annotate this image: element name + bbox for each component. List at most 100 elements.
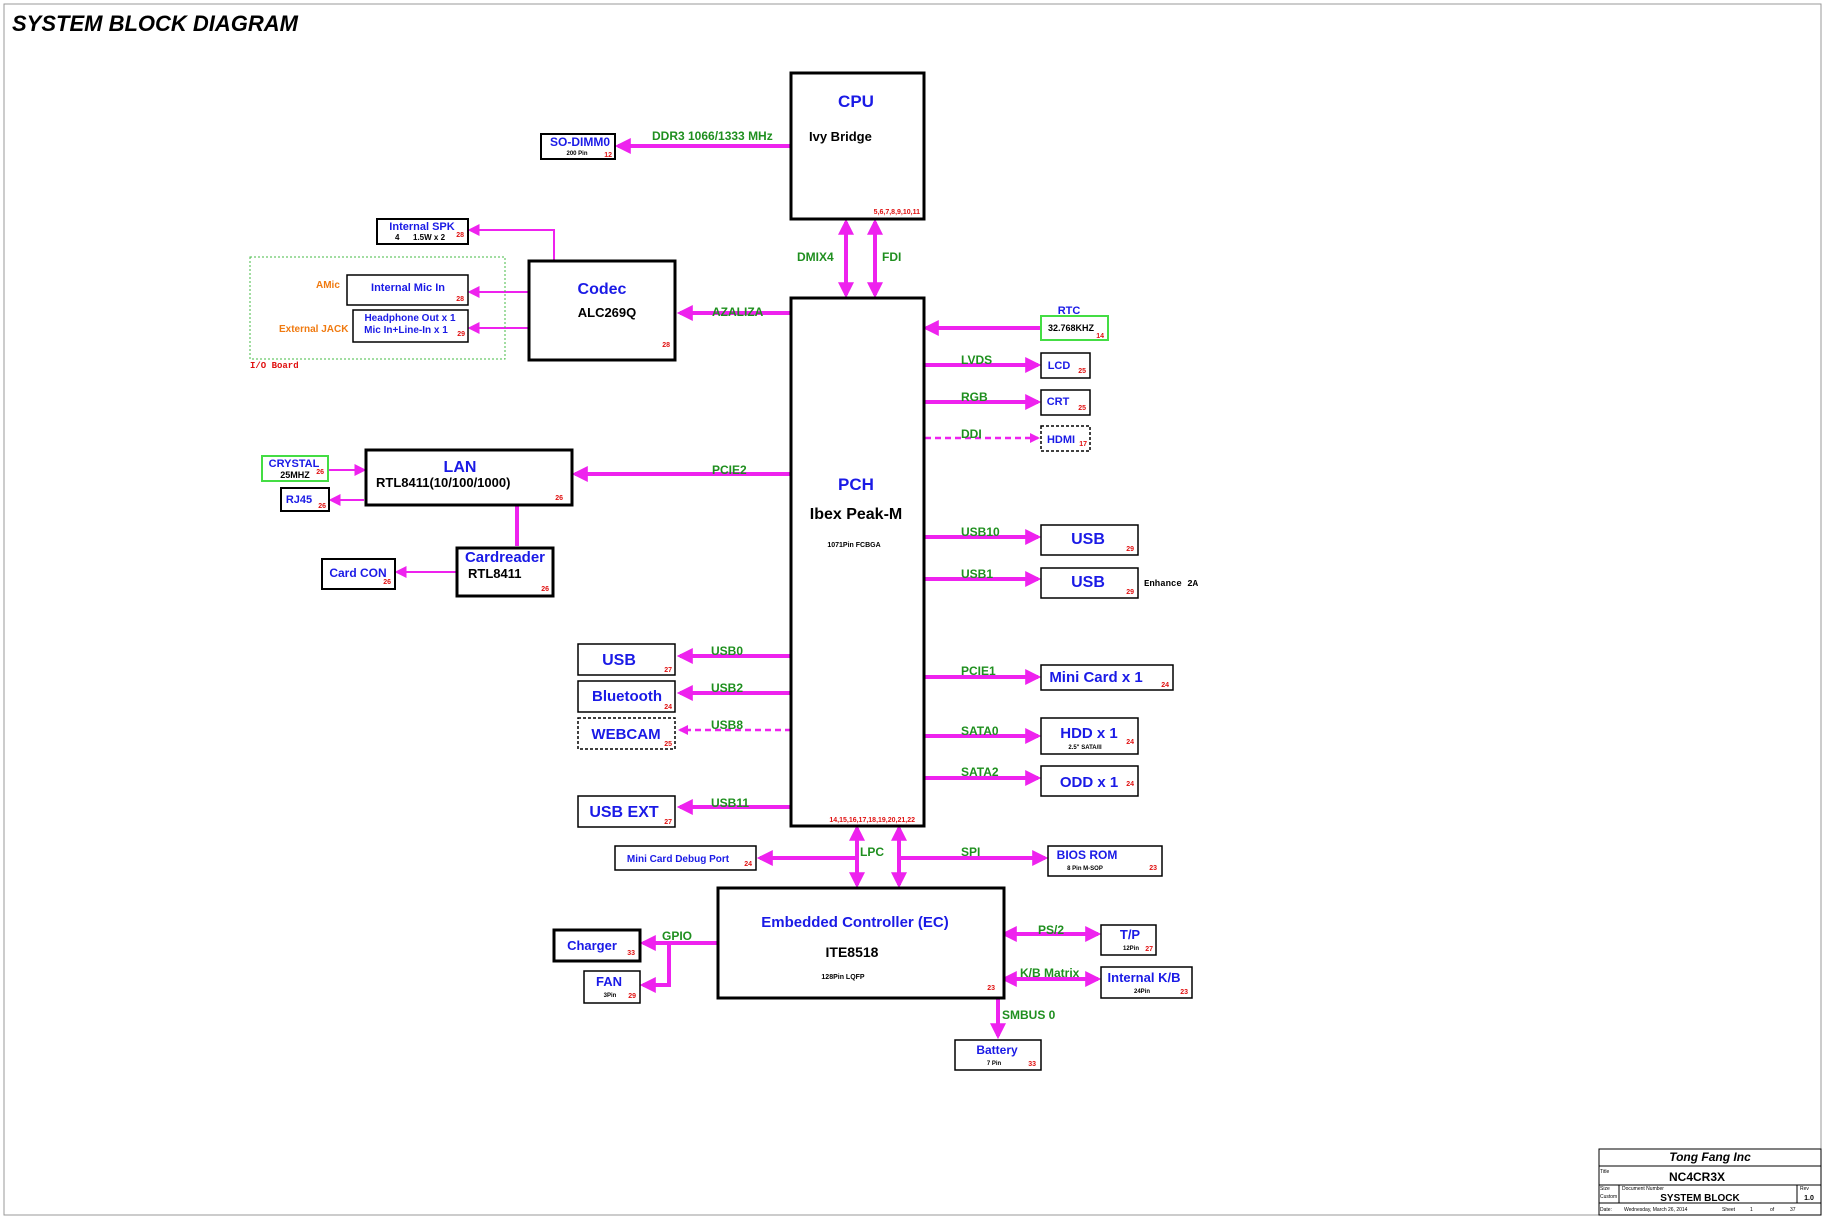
title-block: Tong Fang Inc Title NC4CR3X Size Custom … (1598, 1148, 1822, 1216)
bus-ddi: DDI (961, 427, 982, 441)
rtc-page: 14 (1096, 333, 1104, 340)
battery-sub: 7 Pin (987, 1061, 1002, 1067)
cardreader-page: 26 (541, 586, 549, 593)
hdd-block: HDD x 1 2.5" SATA/II 24 (1040, 717, 1139, 755)
battery-name: Battery (976, 1043, 1018, 1057)
crt-name: CRT (1047, 396, 1070, 408)
fan-page: 29 (628, 993, 636, 1000)
minicard-page: 24 (1161, 682, 1169, 689)
sodimm-block: SO-DIMM0 200 Pin 12 (540, 133, 616, 160)
usb-right1-block: USB 29 (1040, 524, 1139, 556)
page-border (3, 3, 1822, 1216)
cpu-pages: 5,6,7,8,9,10,11 (874, 209, 920, 216)
headphone-page: 29 (457, 331, 465, 338)
mic-page: 28 (456, 296, 464, 303)
lcd-block: LCD 25 (1040, 352, 1091, 379)
hdd-sub: 2.5" SATA/II (1068, 745, 1102, 751)
title-label: Title (1600, 1169, 1609, 1175)
bluetooth-name: Bluetooth (592, 688, 662, 705)
webcam-page: 25 (664, 741, 672, 748)
lan-page: 26 (555, 495, 563, 502)
tp-block: T/P 12Pin 27 (1100, 924, 1157, 956)
cardcon-block: Card CON 26 (321, 558, 396, 590)
codec-block: Codec ALC269Q 28 (527, 259, 677, 362)
hdd-name: HDD x 1 (1060, 725, 1118, 742)
battery-block: Battery 7 Pin 33 (954, 1039, 1042, 1071)
bluetooth-page: 24 (664, 704, 672, 711)
bluetooth-block: Bluetooth 24 (577, 680, 676, 713)
bus-dmi: DMIX4 (797, 250, 834, 264)
rev-value: 1.0 (1804, 1195, 1814, 1202)
ec-block: Embedded Controller (EC) ITE8518 128Pin … (716, 886, 1006, 1000)
bus-pcie2: PCIE2 (712, 463, 747, 477)
ec-sub: ITE8518 (826, 944, 879, 960)
fan-sub: 3Pin (604, 993, 617, 999)
sheet-number: 1 (1750, 1207, 1753, 1213)
internal-mic-block: Internal Mic In 28 (346, 274, 469, 306)
bus-ddr3: DDR3 1066/1333 MHz (652, 129, 773, 143)
bus-usb0: USB0 (711, 644, 743, 658)
date-label: Date: (1600, 1207, 1612, 1213)
crt-block: CRT 25 (1040, 389, 1091, 416)
sodimm-page: 12 (604, 152, 612, 159)
lan-name: LAN (444, 459, 477, 476)
page-title: SYSTEM BLOCK DIAGRAM (12, 11, 299, 36)
crystal-sub: 25MHZ (280, 470, 310, 480)
pch-pages: 14,15,16,17,18,19,20,21,22 (829, 817, 915, 824)
debug-page: 24 (744, 861, 752, 868)
hdd-page: 24 (1126, 739, 1134, 746)
debug-port-block: Mini Card Debug Port 24 (614, 845, 757, 871)
bus-rgb: RGB (961, 390, 988, 404)
bus-lpc: LPC (860, 845, 884, 859)
cpu-block: CPU Ivy Bridge 5,6,7,8,9,10,11 (789, 71, 926, 221)
usb-right2-note: Enhance 2A (1144, 579, 1199, 589)
bus-sata0: SATA0 (961, 724, 999, 738)
usbext-page: 27 (664, 819, 672, 826)
minicard-block: Mini Card x 1 24 (1040, 664, 1174, 691)
headphone-line1: Headphone Out x 1 (364, 313, 456, 324)
sheet-label: Sheet (1722, 1207, 1736, 1213)
headphone-block: Headphone Out x 1 Mic In+Line-In x 1 29 (352, 309, 469, 343)
bus-usb1: USB1 (961, 567, 993, 581)
bus-azalia: AZALIZA (712, 305, 764, 319)
rj45-page: 26 (318, 503, 326, 510)
cardcon-page: 26 (383, 579, 391, 586)
cpu-name: CPU (838, 92, 874, 111)
charger-block: Charger 33 (552, 928, 642, 963)
crt-page: 25 (1078, 405, 1086, 412)
crystal-block: CRYSTAL 25MHZ 26 (261, 455, 329, 482)
bus-pcie1: PCIE1 (961, 664, 996, 678)
headphone-line2: Mic In+Line-In x 1 (364, 325, 448, 336)
bus-smbus: SMBUS 0 (1002, 1008, 1056, 1022)
mic-name: Internal Mic In (371, 282, 445, 294)
internal-spk-block: Internal SPK 4 1.5W x 2 28 (376, 218, 469, 245)
minicard-name: Mini Card x 1 (1049, 669, 1142, 686)
sodimm-sub: 200 Pin (566, 151, 587, 157)
crystal-page: 26 (316, 469, 324, 476)
pch-pkg: 1071Pin FCBGA (827, 542, 880, 549)
rev-label: Rev (1800, 1186, 1809, 1192)
sheet-total: 37 (1790, 1207, 1796, 1213)
rj45-name: RJ45 (286, 494, 312, 506)
charger-page: 33 (627, 950, 635, 957)
date-value: Wednesday, March 26, 2014 (1624, 1207, 1688, 1213)
external-jack-label: External JACK (279, 324, 349, 335)
lcd-page: 25 (1078, 368, 1086, 375)
bus-usb8: USB8 (711, 718, 743, 732)
hdmi-block: HDMI 17 (1040, 425, 1091, 452)
bus-usb11: USB11 (711, 796, 749, 810)
biosrom-page: 23 (1149, 865, 1157, 872)
tp-name: T/P (1120, 927, 1141, 942)
spk-page: 28 (456, 232, 464, 239)
ec-page: 23 (987, 985, 995, 992)
bus-fdi: FDI (882, 250, 901, 264)
odd-name: ODD x 1 (1060, 774, 1118, 791)
usb-left-page: 27 (664, 667, 672, 674)
hdmi-name: HDMI (1047, 434, 1075, 446)
fan-block: FAN 3Pin 29 (583, 970, 641, 1004)
bus-spi: SPI (961, 845, 980, 859)
pch-name: PCH (838, 475, 874, 494)
bus-lvds: LVDS (961, 353, 992, 367)
cardreader-sub: RTL8411 (468, 566, 521, 581)
